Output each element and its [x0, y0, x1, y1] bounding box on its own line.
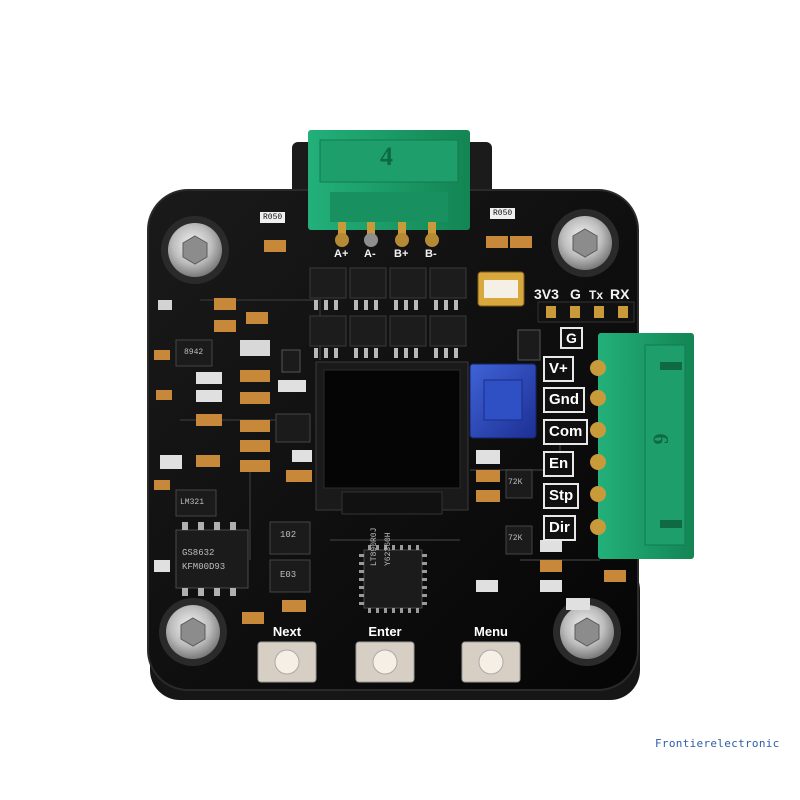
mcu-marking-line-2: Y62360H: [384, 532, 393, 566]
small-chip-marking-b: E03: [280, 570, 297, 580]
pin-label-dir: Dir: [543, 515, 576, 541]
opamp-marking: LM321: [180, 498, 205, 507]
smd-components: [154, 236, 626, 624]
pin-label-vplus: V+: [543, 356, 574, 382]
oled-display: [315, 361, 469, 515]
button-label-enter: Enter: [368, 624, 402, 639]
top-pin-label-b-minus: B-: [425, 248, 437, 260]
tactile-button-next: [257, 641, 317, 683]
serial-label-tx: Tx: [589, 288, 604, 302]
screw-bottom-right: [553, 598, 621, 666]
right-chip-marking-b: 72K: [508, 534, 523, 543]
serial-header-pins: [537, 301, 635, 323]
pin-label-gnd: Gnd: [543, 387, 585, 413]
serial-ground-tag: G: [560, 327, 583, 349]
tactile-button-menu: [461, 641, 521, 683]
driver-marking-line-2: KFM00D93: [182, 562, 226, 572]
pin-label-com: Com: [543, 419, 589, 445]
pin-label-stp: Stp: [543, 483, 580, 509]
right-control-connector: [590, 333, 694, 559]
driver-chip: [175, 522, 249, 596]
shunt-resistor-left: R050: [260, 212, 286, 223]
mosfet-leads: [314, 300, 458, 358]
screw-top-left: [161, 216, 229, 284]
serial-label-rx: RX: [610, 286, 630, 302]
screw-top-right: [551, 209, 619, 277]
small-chip-marking-a: 102: [280, 530, 297, 540]
serial-label-3v3: 3V3: [534, 286, 559, 302]
mcu-chip: [359, 545, 427, 613]
button-label-next: Next: [272, 624, 302, 639]
top-connector-count: 4: [380, 142, 393, 171]
driver-marking-line-1: GS8632: [182, 548, 215, 558]
serial-label-g: G: [570, 286, 581, 302]
shunt-resistor-right: R050: [490, 208, 516, 219]
regulator-marking: 8942: [184, 348, 204, 357]
mosfet-array: [309, 267, 467, 347]
screw-bottom-left: [159, 598, 227, 666]
tactile-button-enter: [355, 641, 415, 683]
mcu-marking-line-1: LT890R0J: [370, 527, 379, 566]
top-pin-label-a-minus: A-: [364, 248, 376, 260]
right-connector-count: 6: [648, 433, 674, 445]
top-motor-connector: [308, 130, 470, 247]
top-pin-label-b-plus: B+: [394, 248, 409, 260]
button-label-menu: Menu: [474, 624, 508, 639]
top-pin-label-a-plus: A+: [334, 248, 349, 260]
pin-label-en: En: [543, 451, 575, 477]
right-chip-marking-a: 72K: [508, 478, 523, 487]
watermark-text: Frontierelectronic: [655, 737, 780, 750]
